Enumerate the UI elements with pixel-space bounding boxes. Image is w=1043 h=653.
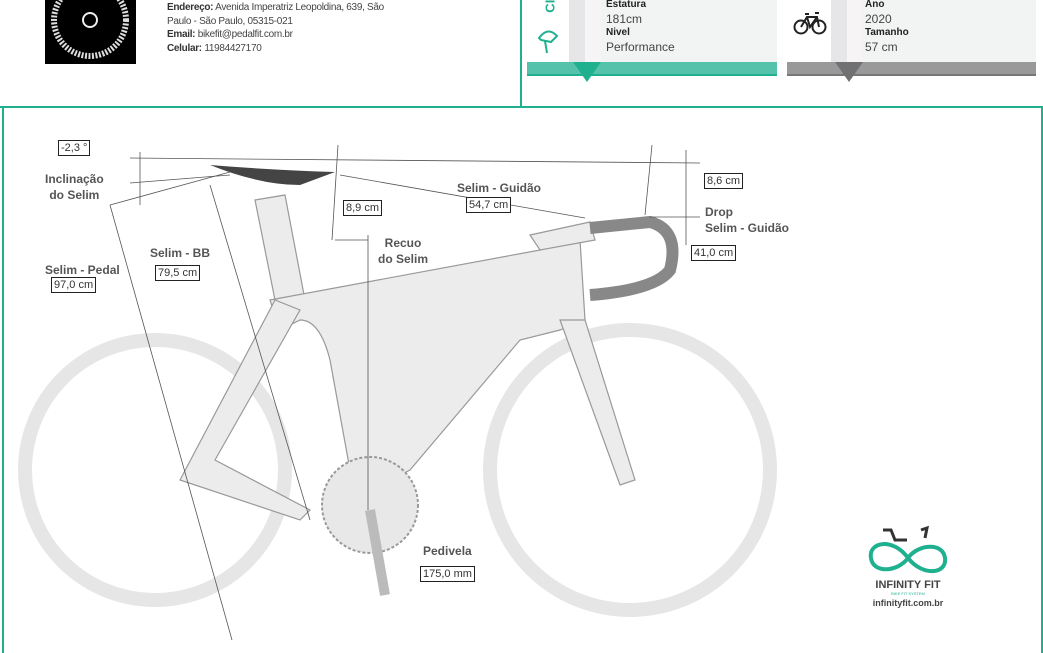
height-value: 181cm: [606, 12, 643, 26]
year-value: 2020: [865, 12, 892, 26]
drop-value: 8,6 cm: [704, 173, 744, 189]
height-label: Estatura: [606, 0, 647, 10]
year-label: Ano: [865, 0, 885, 10]
studio-info: Endereço: Avenida Imperatriz Leopoldina,…: [167, 1, 384, 55]
bike-card: Ano 2020 Tamanho 57 cm: [787, 0, 1036, 82]
crank-label: Pedivela: [423, 544, 472, 558]
measurement-lines: [109, 144, 701, 641]
crank-arm: [365, 509, 390, 596]
handlebar: [589, 215, 679, 301]
handlebar-width-value: 41,0 cm: [691, 245, 737, 261]
brand-name: INFINITY FIT: [875, 579, 941, 591]
brand-tagline: BIKE FIT SYSTEM: [891, 591, 925, 596]
level-label: Nivel: [606, 27, 630, 38]
chainring: [321, 456, 419, 554]
brand-url: infinityfit.com.br: [872, 598, 944, 608]
saddle: [210, 165, 335, 185]
bike-fit-diagram-panel: [2, 106, 1043, 653]
address-value-2: Paulo - São Paulo, 05315-021: [167, 15, 293, 27]
saddle-pedal-label: Selim - Pedal: [45, 263, 120, 277]
size-value: 57 cm: [865, 40, 898, 54]
level-value: Performance: [606, 40, 675, 54]
saddle-bb-label: Selim - BB: [150, 246, 211, 260]
size-label: Tamanho: [865, 27, 909, 38]
saddle-tilt-value: -2,3 °: [58, 140, 91, 156]
bike-wheels: [18, 323, 777, 617]
crank-value: 175,0 mm: [420, 566, 475, 582]
address-value: Avenida Imperatriz Leopoldina, 639, São: [215, 2, 384, 13]
email-value: bikefit@pedalfit.com.br: [197, 29, 293, 40]
saddle-handlebar-value: 54,7 cm: [466, 197, 512, 213]
phone-label: Celular:: [167, 42, 202, 54]
saddle-bb-value: 79,5 cm: [155, 265, 201, 281]
bike-frame: [179, 194, 636, 521]
email-label: Email:: [167, 29, 196, 40]
studio-logo: [45, 0, 136, 64]
saddle-pedal-value: 97,0 cm: [51, 277, 97, 293]
infinity-fit-logo: INFINITY FIT BIKE FIT SYSTEM infinityfit…: [858, 522, 958, 608]
helmet-icon: [537, 30, 559, 54]
cyclist-card: CIC Estatura 181cm Nivel Performance: [527, 0, 777, 82]
saddle-setback-value: 8,9 cm: [343, 200, 383, 216]
phone-value: 11984427170: [204, 42, 262, 54]
saddle-handlebar-label: Selim - Guidão: [457, 181, 542, 195]
address-label: Endereço:: [167, 2, 214, 13]
bicycle-icon: [793, 12, 827, 35]
infinity-logo-icon: [868, 525, 948, 574]
